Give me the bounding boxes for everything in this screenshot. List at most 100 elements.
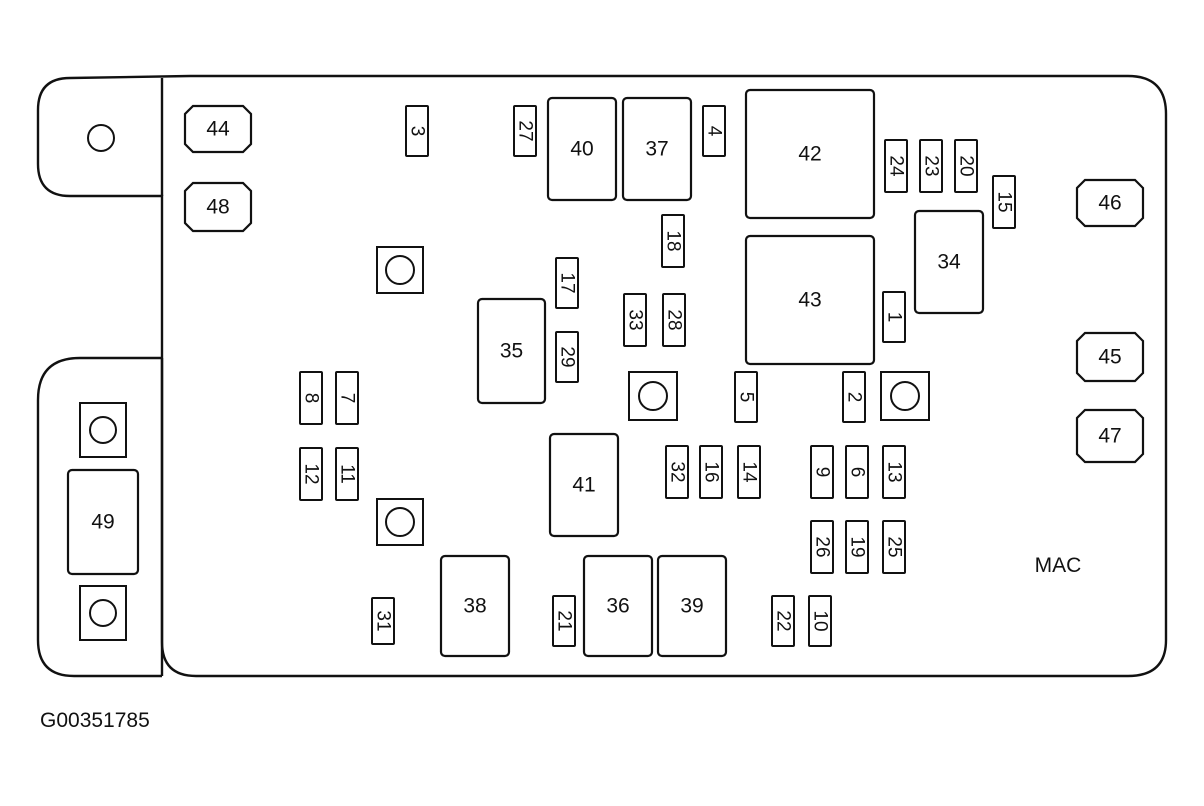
fuse-body [737,445,761,499]
component-label: 47 [1098,425,1121,448]
fuse-27: 27 [513,105,537,157]
relay-41: 41 [548,432,620,538]
component-label: 28 [664,309,685,330]
fuse-20: 20 [954,139,978,193]
fuse-body [699,445,723,499]
relay-body [744,88,876,220]
relay-43: 43 [744,234,876,366]
component-label: 27 [515,120,536,141]
fuse-33: 33 [623,293,647,347]
relay-39: 39 [656,554,728,658]
fuse-22: 22 [771,595,795,647]
relay-37: 37 [621,96,693,202]
fuse-31: 31 [371,597,395,645]
component-label: 6 [847,467,868,478]
relay-38: 38 [439,554,511,658]
maxi-fuse-terminal [79,402,127,458]
fuse-body [555,331,579,383]
relay-body [621,96,693,202]
cartridge-fuse-body [1075,331,1145,383]
component-label: 17 [557,272,578,293]
component-label: 32 [667,461,688,482]
corner-45: 45 [1075,331,1145,383]
component-label: 1 [884,312,905,323]
fuse-body [808,595,832,647]
terminal-bolt [89,416,117,444]
component-label: 10 [810,610,831,631]
fuse-body [661,214,685,268]
relay-body [656,554,728,658]
relay-35: 35 [476,297,547,405]
component-label: 12 [301,463,322,484]
component-label: 40 [570,138,593,161]
fuse-body [734,371,758,423]
fuse-5: 5 [734,371,758,423]
terminal-stud [628,371,678,421]
component-label: 23 [921,155,942,176]
fuse-8: 8 [299,371,323,425]
fuse-body [623,293,647,347]
cartridge-fuse-body [183,181,253,233]
fuse-body [299,447,323,501]
figure-id: G00351785 [40,709,150,732]
fuse-7: 7 [335,371,359,425]
component-label: 7 [337,393,358,404]
mounting-hole [87,124,115,152]
fuse-16: 16 [699,445,723,499]
component-label: 4 [704,126,725,137]
fuse-body [335,447,359,501]
component-label: 24 [886,155,907,177]
component-label: 31 [373,610,394,631]
corner-44: 44 [183,104,253,154]
fuse-body [335,371,359,425]
stud-bolt [638,381,668,411]
relay-36: 36 [582,554,654,658]
fuse-body [405,105,429,157]
fuse-block-housing [36,74,1168,678]
fuse-body [552,595,576,647]
fuse-11: 11 [335,447,359,501]
fuse-25: 25 [882,520,906,574]
fuse-28: 28 [662,293,686,347]
component-label: 15 [994,191,1015,212]
fuse-body [810,520,834,574]
relay-body [546,96,618,202]
component-label: 46 [1098,192,1121,215]
fuse-body [845,520,869,574]
fuse-body [771,595,795,647]
maxi-fuse-49: 49 [66,468,140,576]
component-label: 44 [206,118,230,141]
fuse-body [665,445,689,499]
cartridge-fuse-body [1075,408,1145,464]
fuse-15: 15 [992,175,1016,229]
fuse-9: 9 [810,445,834,499]
maker-label: MAC [1035,554,1082,577]
relay-body [548,432,620,538]
fuse-body [882,520,906,574]
component-label: 13 [884,461,905,482]
maxi-fuse-body [66,468,140,576]
fuse-1: 1 [882,291,906,343]
relay-40: 40 [546,96,618,202]
fuse-26: 26 [810,520,834,574]
component-label: 26 [812,536,833,557]
fuse-body [371,597,395,645]
maxi-fuse-terminal [79,585,127,641]
fuse-body [882,445,906,499]
fuse-body [882,291,906,343]
component-label: 34 [937,251,961,274]
fuse-body [662,293,686,347]
fuse-29: 29 [555,331,579,383]
fuse-body [992,175,1016,229]
component-label: 48 [206,196,229,219]
fuse-21: 21 [552,595,576,647]
terminal-stud [376,246,424,294]
component-label: 8 [301,393,322,404]
component-label: 33 [625,309,646,330]
fuse-body [702,105,726,157]
component-label: 22 [773,610,794,631]
corner-48: 48 [183,181,253,233]
component-label: 2 [844,392,865,403]
component-label: 41 [572,474,595,497]
